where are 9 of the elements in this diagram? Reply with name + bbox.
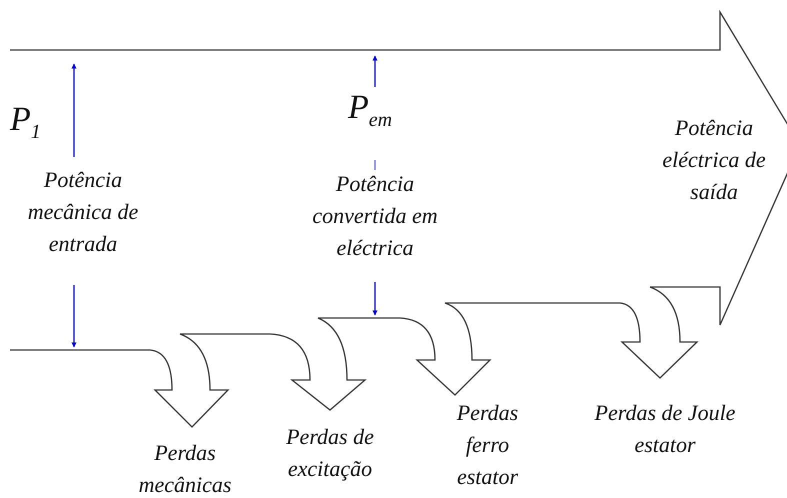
flow-label: Potência mecânica de entrada (26, 166, 140, 258)
flow-label: Potência eléctrica de saída (661, 114, 767, 206)
flow-label: Potência convertida em eléctrica (311, 170, 439, 262)
loss-label: Perdas ferro estator (456, 399, 520, 491)
loss-label: Perdas de excitação (285, 423, 375, 483)
loss-label: Perdas mecânicas (138, 439, 232, 498)
symbol-label: P$_{1}$ (10, 100, 41, 145)
symbol-label: P$_{em}$ (348, 88, 392, 133)
loss-label: Perdas de Joule estator (594, 399, 736, 459)
